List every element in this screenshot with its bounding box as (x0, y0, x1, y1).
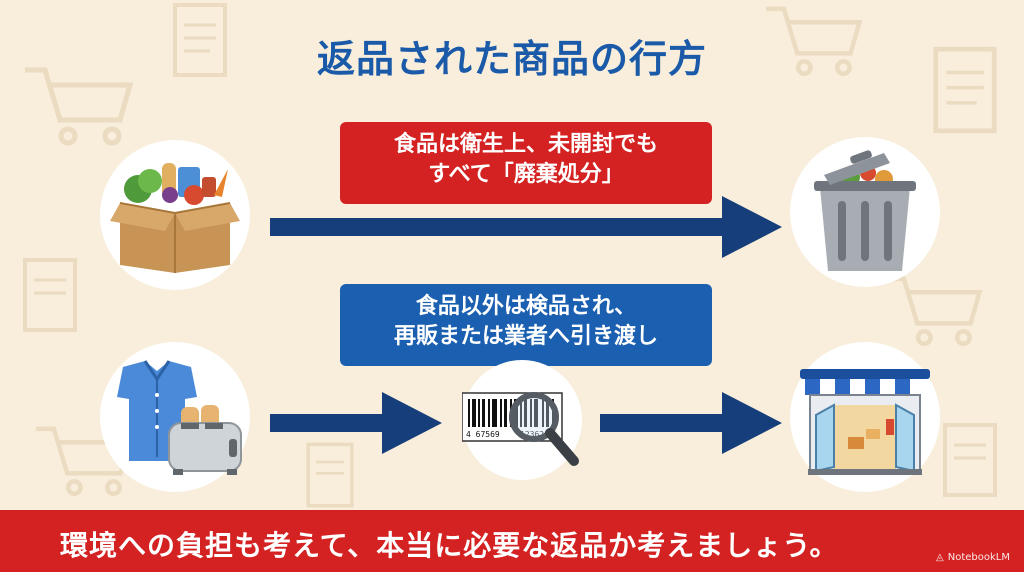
barcode-number-left: 4 67569 (466, 430, 500, 439)
food-disposal-label-line2: すべて「廃棄処分」 (428, 162, 624, 187)
food-disposal-label-line1: 食品は衛生上、未開封でも (393, 132, 658, 157)
brand-mark: ◬ NotebookLM (936, 552, 1010, 563)
barcode-number-right: 123620 (520, 430, 549, 439)
arrow-to-trash (270, 196, 782, 258)
non-food-resale-label-line2: 再販または業者へ引き渡し (393, 324, 658, 349)
inspection-circle: 4 67569 123620 (462, 360, 582, 480)
brand-name: NotebookLM (947, 552, 1010, 563)
barcode-magnifier-icon: 4 67569 123620 (462, 392, 579, 466)
slide-title: 返品された商品の行方 (316, 37, 707, 81)
footer-message: 環境への負担も考えて、本当に必要な返品か考えましょう。 (60, 529, 839, 562)
store-icon (800, 369, 930, 475)
arrow-to-store (600, 392, 782, 454)
receipt-icon (23, 258, 77, 332)
shirt-toaster-icon (117, 360, 242, 475)
non-food-resale-label: 食品以外は検品され、 再販または業者へ引き渡し (340, 284, 712, 366)
non-food-resale-label-line1: 食品以外は検品され、 (415, 294, 637, 319)
food-box-circle (100, 140, 250, 290)
receipt-icon (306, 442, 354, 508)
receipt-icon (933, 46, 997, 134)
cart-icon (25, 67, 134, 146)
goods-circle (100, 342, 250, 492)
cart-icon (886, 276, 983, 346)
store-circle (790, 342, 940, 492)
footer-banner: 環境への負担も考えて、本当に必要な返品か考えましょう。 ◬ NotebookLM (0, 510, 1024, 572)
food-disposal-label: 食品は衛生上、未開封でも すべて「廃棄処分」 (340, 122, 712, 204)
trash-can-circle (790, 137, 940, 287)
trash-can-icon (814, 150, 916, 271)
receipt-icon (943, 423, 997, 497)
food-box-icon (110, 163, 240, 273)
cart-icon (766, 6, 863, 76)
notebooklm-logo-icon: ◬ (936, 552, 944, 563)
receipt-icon (173, 3, 227, 77)
arrow-to-inspection (270, 392, 442, 454)
